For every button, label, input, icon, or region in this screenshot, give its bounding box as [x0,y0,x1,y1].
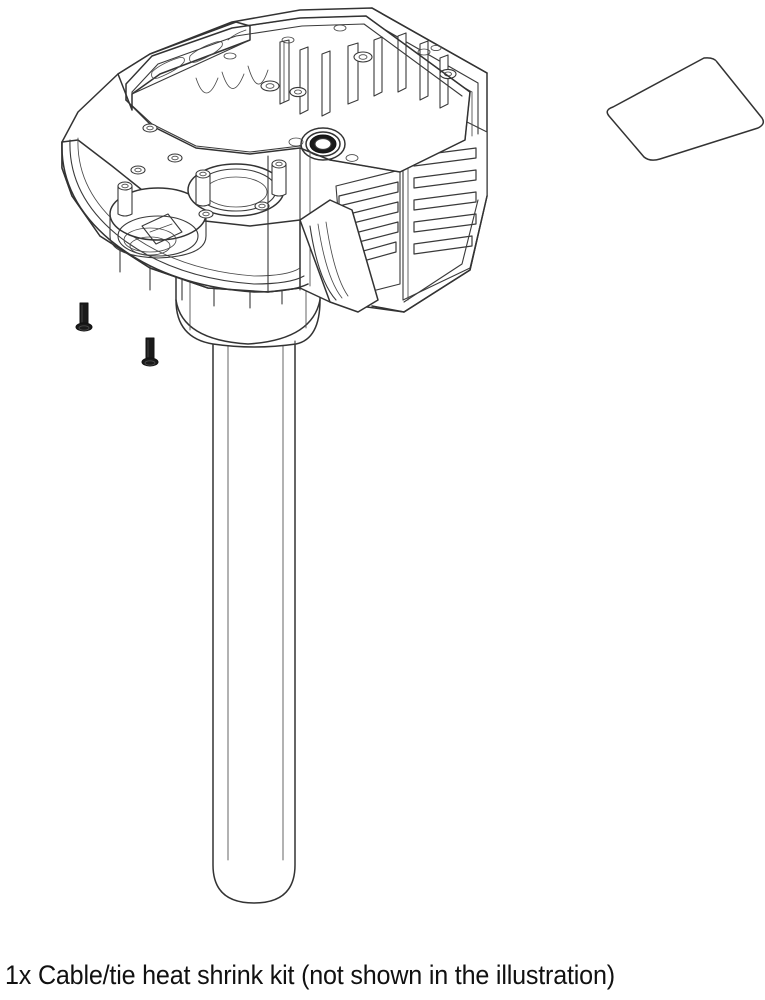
caption-text: 1x Cable/tie heat shrink kit (not shown … [5,960,615,990]
mounting-screw-lower [141,337,159,367]
mounting-screw-upper [75,302,93,332]
flat-plate [606,57,765,161]
technical-illustration [61,7,765,904]
output-tube [175,267,321,904]
threaded-bosses [117,123,287,219]
bearing-pockets [109,163,285,259]
interior-bosses [223,24,457,98]
gearbox-housing [61,7,488,313]
